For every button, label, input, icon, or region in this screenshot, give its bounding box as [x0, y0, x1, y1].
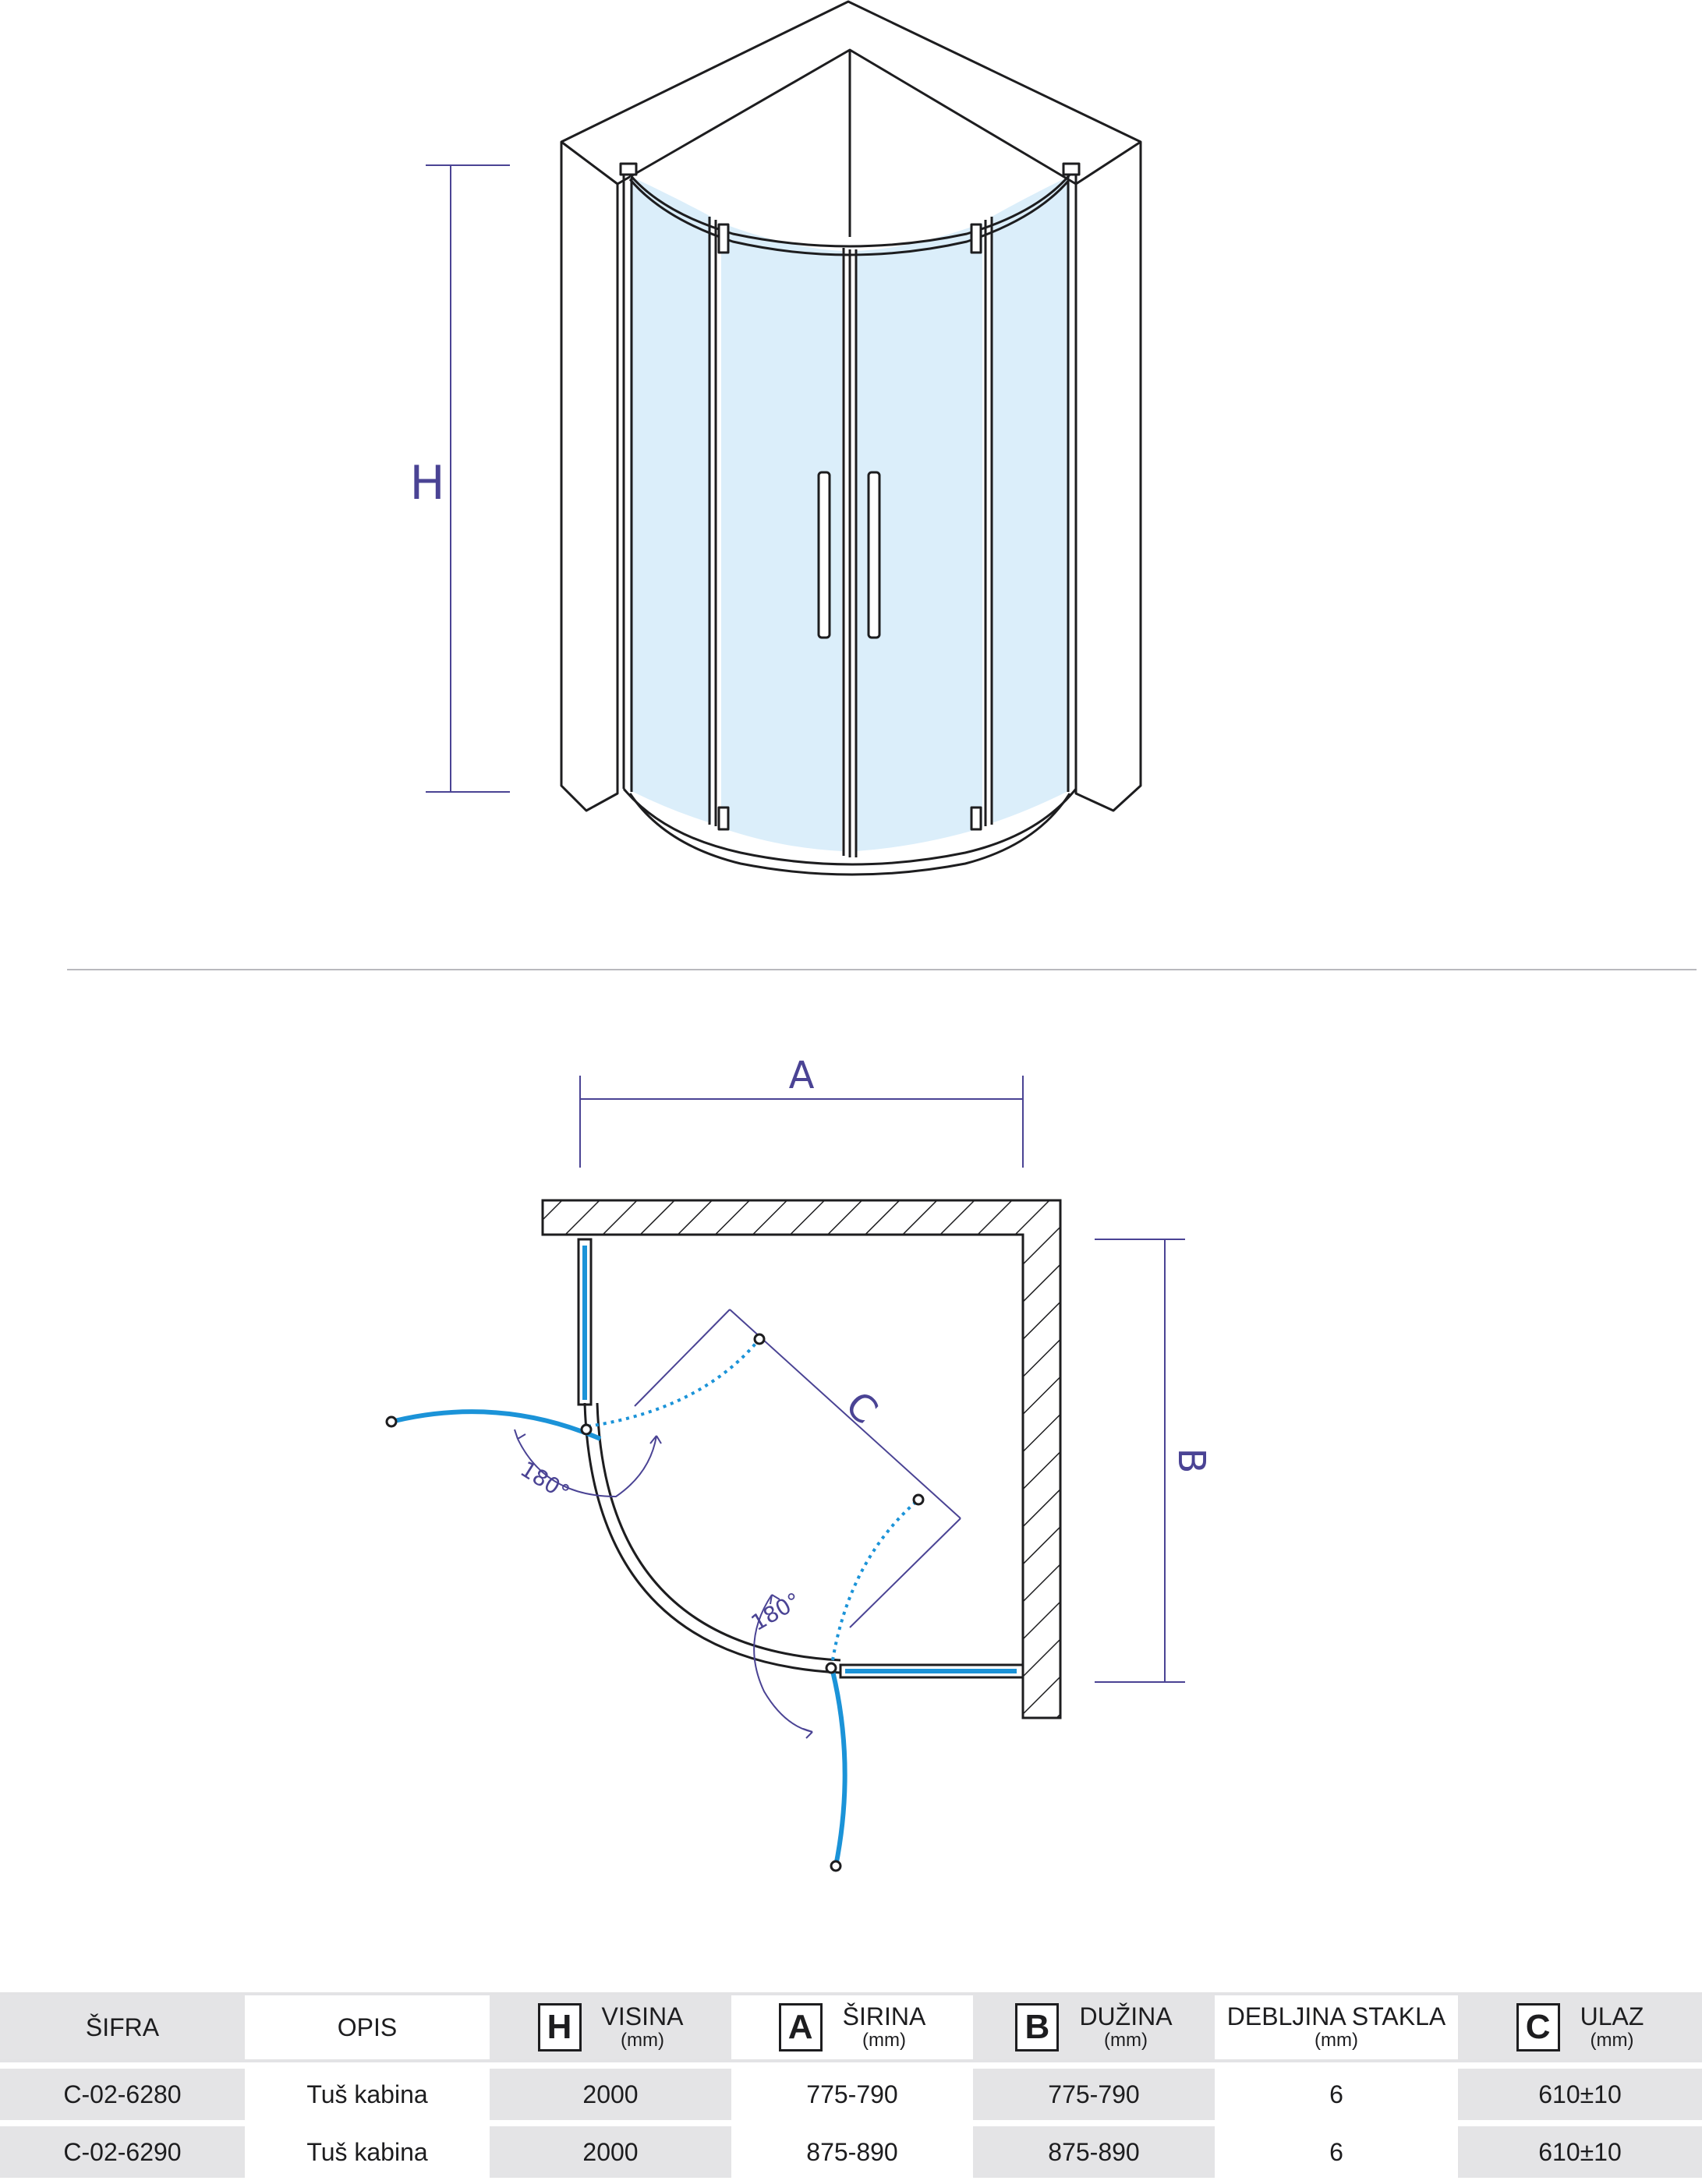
cell-debljina: 6 [1215, 2062, 1458, 2126]
cell-sirina: 775-790 [731, 2062, 973, 2126]
cell-visina: 2000 [490, 2126, 731, 2184]
header-ulaz: C ULAZ(mm) [1458, 1992, 1702, 2062]
cell-ulaz: 610±10 [1458, 2126, 1702, 2184]
rotation-arc-right [753, 1594, 813, 1733]
bottom-rail [622, 788, 1077, 866]
cell-sifra: C-02-6290 [0, 2126, 245, 2184]
door-open-left [391, 1409, 602, 1441]
door-closed-right-dotted [831, 1498, 920, 1661]
cell-opis: Tuš kabina [245, 2062, 490, 2126]
header-duzina: B DUŽINA(mm) [973, 1992, 1215, 2062]
cell-opis: Tuš kabina [245, 2126, 490, 2184]
door-open-right [829, 1664, 847, 1867]
door-panel-left [721, 223, 842, 851]
header-visina: H VISINA(mm) [490, 1992, 731, 2062]
plan-view: A B C [385, 1054, 1213, 1872]
cell-visina: 2000 [490, 2062, 731, 2126]
cell-duzina: 775-790 [973, 2062, 1215, 2126]
glass-panel-left [630, 176, 711, 823]
door-closed-left-dotted [587, 1338, 761, 1428]
cell-duzina: 875-890 [973, 2126, 1215, 2184]
width-dimension [579, 1076, 1024, 1168]
table-row: C-02-6290 Tuš kabina 2000 875-890 875-89… [0, 2126, 1702, 2184]
symbol-a-box: A [778, 2003, 823, 2051]
header-sifra: ŠIFRA [0, 1992, 245, 2062]
header-opis: OPIS [245, 1992, 490, 2062]
top-rail [622, 166, 1077, 248]
table-row: C-02-6280 Tuš kabina 2000 775-790 775-79… [0, 2062, 1702, 2126]
glass-panel-right [992, 176, 1070, 823]
height-dimension [426, 164, 510, 793]
cell-debljina: 6 [1215, 2126, 1458, 2184]
wall-hatched [541, 1199, 1062, 1719]
door-panel-right [856, 223, 982, 851]
isometric-view [560, 0, 1142, 876]
header-debljina: DEBLJINA STAKLA(mm) [1215, 1992, 1458, 2062]
table-header-row: ŠIFRA OPIS H VISINA(mm) A ŠIRINA(mm) B D… [0, 1992, 1702, 2062]
cell-ulaz: 610±10 [1458, 2062, 1702, 2126]
handle-right [867, 471, 881, 639]
length-dimension [1095, 1239, 1185, 1683]
curved-track [583, 1402, 841, 1674]
entrance-label: C [837, 1383, 886, 1433]
symbol-b-box: B [1015, 2003, 1060, 2051]
cell-sirina: 875-890 [731, 2126, 973, 2184]
entrance-dimension [634, 1309, 961, 1628]
symbol-h-box: H [537, 2003, 582, 2051]
header-sirina: A ŠIRINA(mm) [731, 1992, 973, 2062]
angle-label-left: 180° [516, 1456, 575, 1506]
length-label: B [1169, 1448, 1213, 1474]
rotation-arc-left [517, 1435, 657, 1498]
angle-label-right: 180° [747, 1588, 805, 1636]
shower-diagram: H A B C [67, 0, 1697, 1872]
height-label: H [409, 456, 444, 511]
width-label: A [789, 1054, 815, 1097]
symbol-c-box: C [1516, 2003, 1560, 2051]
cell-sifra: C-02-6280 [0, 2062, 245, 2126]
handle-left [817, 471, 831, 639]
spec-table: ŠIFRA OPIS H VISINA(mm) A ŠIRINA(mm) B D… [0, 1992, 1702, 2184]
